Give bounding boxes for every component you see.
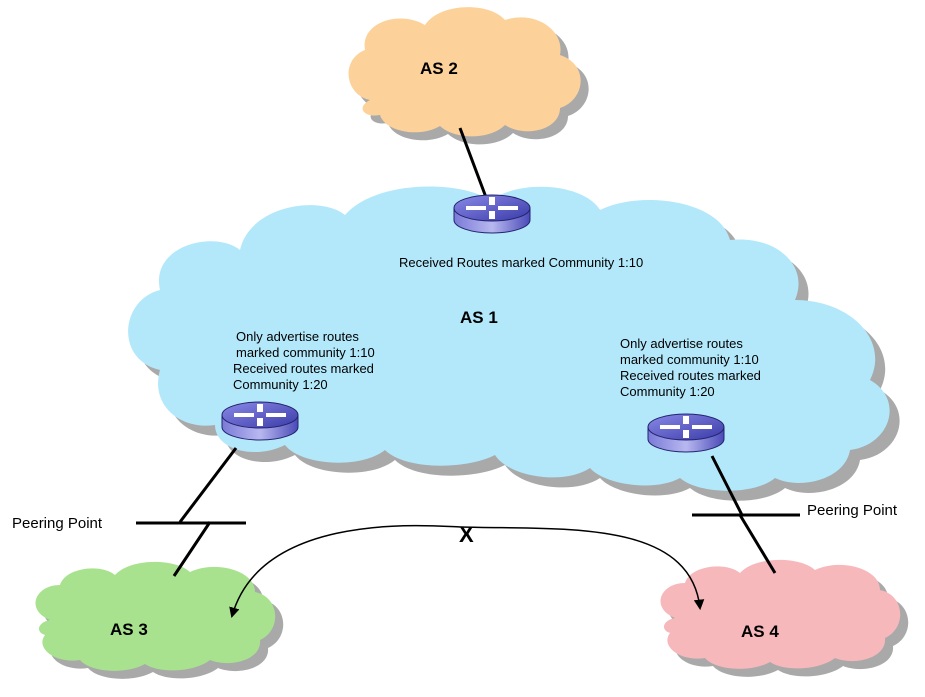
as4-cloud — [660, 559, 909, 677]
right-router-note: Only advertise routes marked community 1… — [620, 336, 761, 400]
links — [136, 127, 800, 577]
link-as2-top-router — [458, 127, 489, 201]
blocked-route-x-mark: X — [459, 522, 474, 547]
top-router-note: Received Routes marked Community 1:10 — [399, 255, 644, 270]
link-peering-as3 — [172, 521, 212, 577]
link-peering-as4 — [738, 514, 777, 574]
left-peering-point-label: Peering Point — [12, 515, 103, 532]
left-note-line-4: Community 1:20 — [233, 377, 328, 392]
right-peering-point-label: Peering Point — [807, 502, 898, 519]
as2-cloud — [348, 7, 589, 145]
blocked-route-arrow — [229, 524, 705, 619]
link-right-router-peering — [710, 455, 744, 516]
router-icon-right — [647, 413, 725, 453]
right-note-line-3: Received routes marked — [620, 368, 761, 383]
left-note-line-2: marked community 1:10 — [236, 345, 375, 360]
right-note-line-1: Only advertise routes — [620, 336, 743, 351]
as1-label: AS 1 — [460, 308, 498, 327]
right-note-line-2: marked community 1:10 — [620, 352, 759, 367]
right-note-line-4: Community 1:20 — [620, 384, 715, 399]
as3-cloud — [35, 561, 284, 679]
left-note-line-3: Received routes marked — [233, 361, 374, 376]
as3-label: AS 3 — [110, 620, 148, 639]
link-left-router-peering — [178, 447, 238, 523]
left-note-line-1: Only advertise routes — [236, 329, 359, 344]
left-router-note: Only advertise routes marked community 1… — [233, 329, 375, 393]
router-icon-left — [221, 401, 299, 441]
router-icon-top — [453, 194, 531, 234]
as2-label: AS 2 — [420, 59, 458, 78]
as4-label: AS 4 — [741, 622, 779, 641]
